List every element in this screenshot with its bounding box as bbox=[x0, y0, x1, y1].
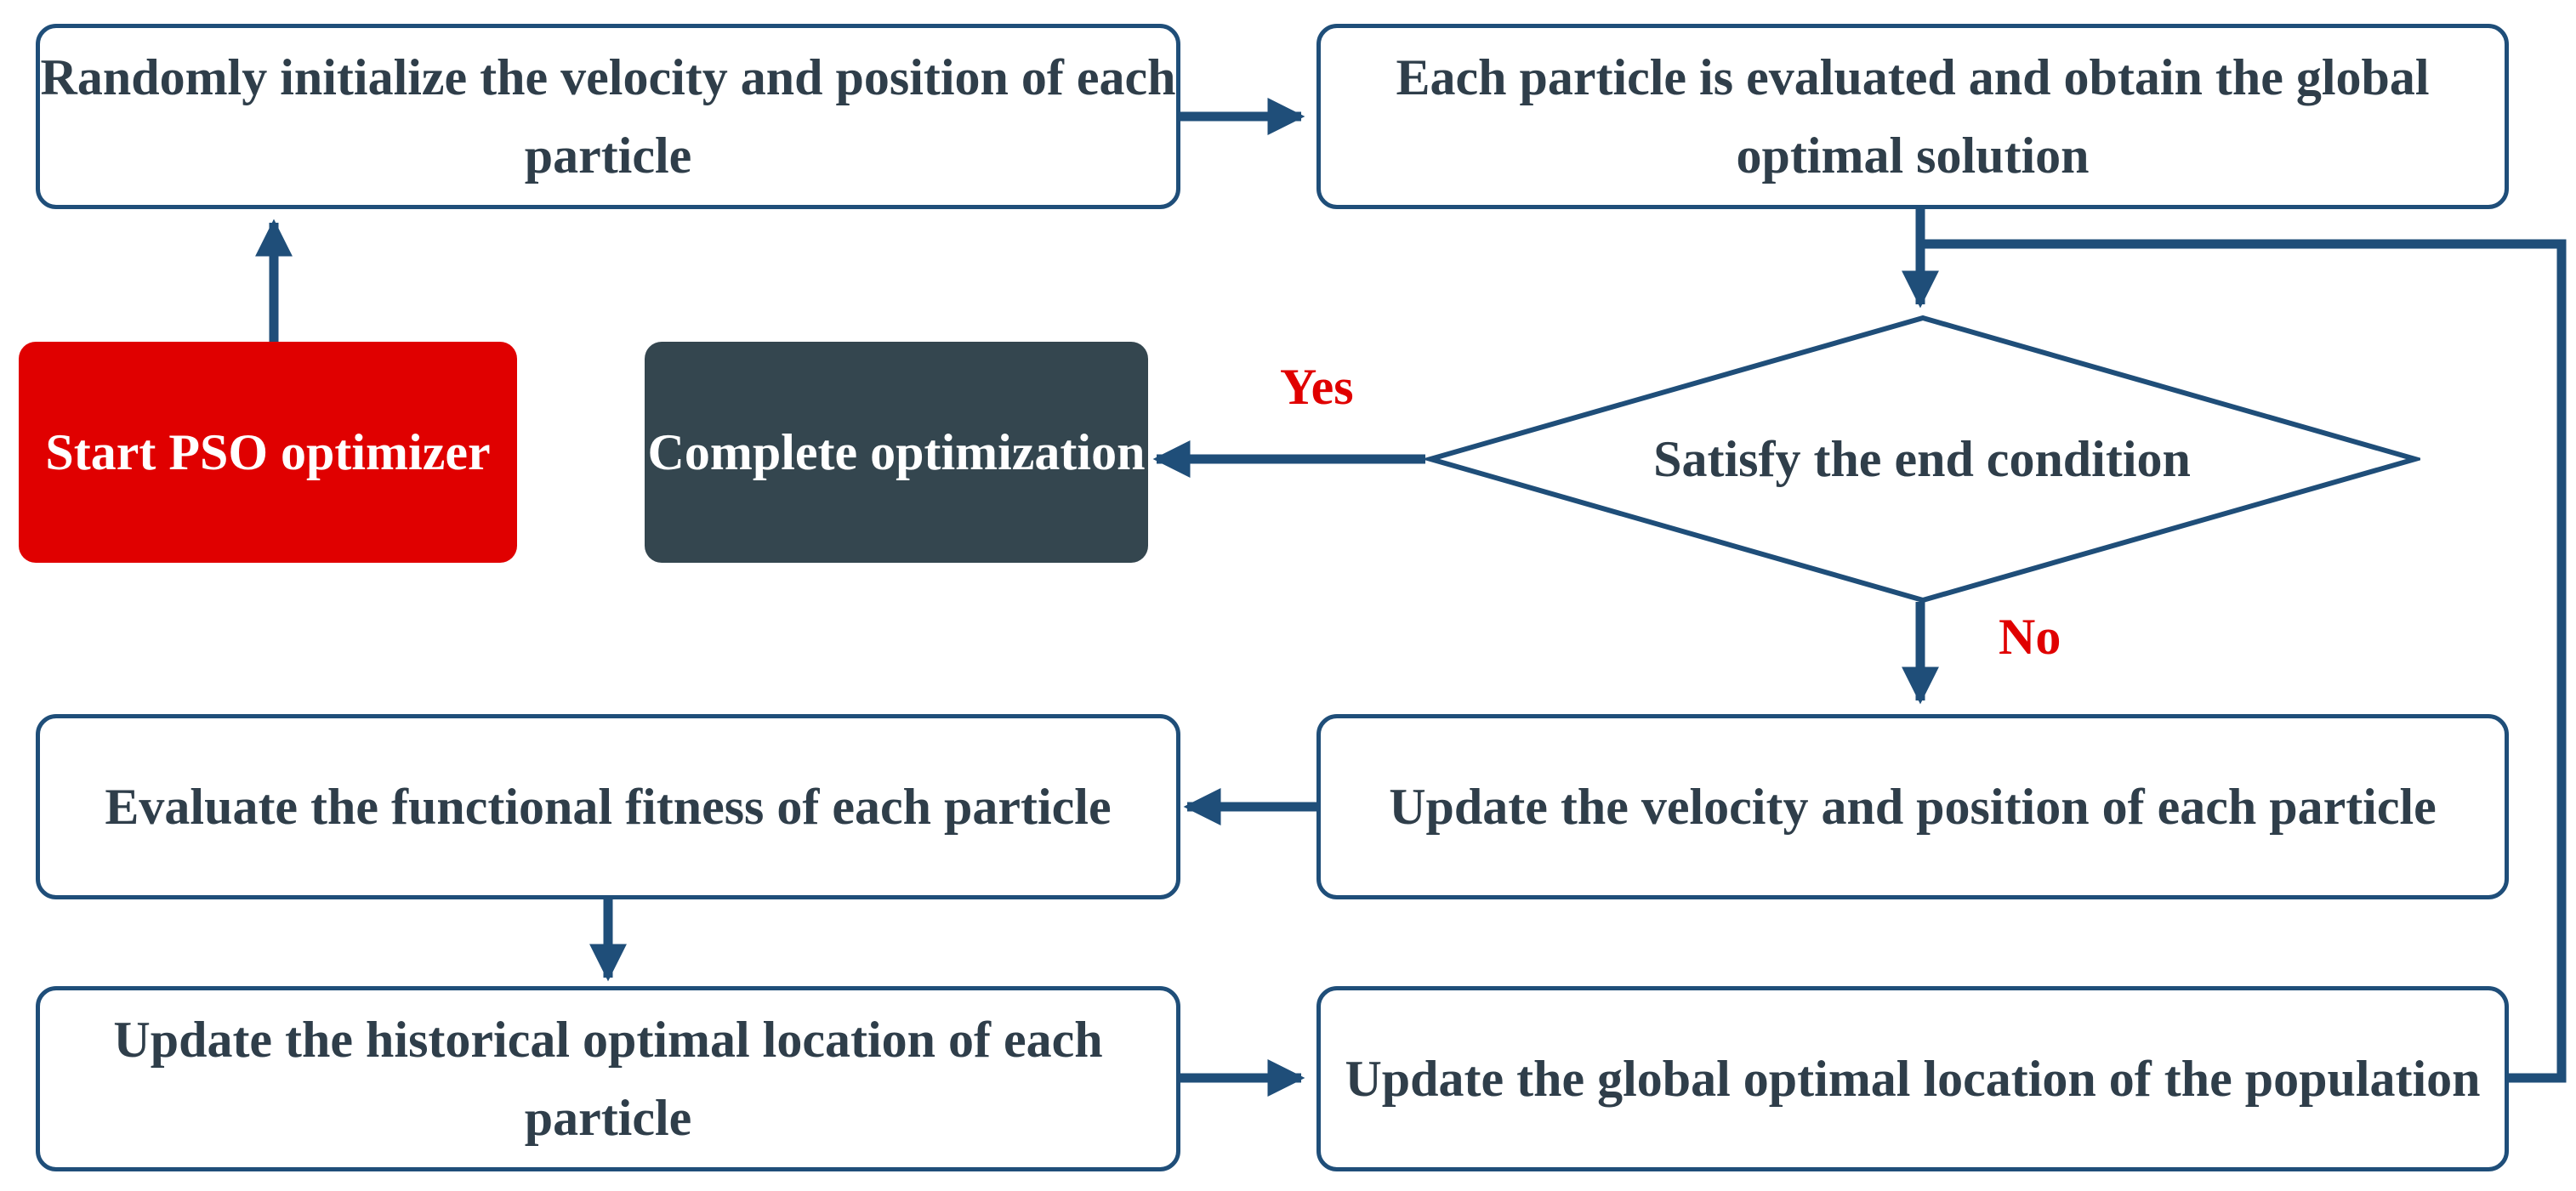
node-start: Start PSO optimizer bbox=[19, 342, 517, 563]
node-complete: Complete optimization bbox=[645, 342, 1148, 563]
edge-label-no: No bbox=[1999, 609, 2061, 665]
node-init-label: Randomly initialize the velocity and pos… bbox=[40, 49, 1176, 184]
node-evaluate-fitness: Evaluate the functional fitness of each … bbox=[36, 714, 1180, 899]
node-evaluate-global-label: Each particle is evaluated and obtain th… bbox=[1396, 49, 2430, 184]
edge-label-yes: Yes bbox=[1280, 359, 1354, 415]
node-condition-label: Satisfy the end condition bbox=[1653, 431, 2191, 487]
node-condition: Satisfy the end condition bbox=[1616, 357, 2228, 561]
node-evaluate-global: Each particle is evaluated and obtain th… bbox=[1316, 24, 2509, 209]
edge-loop-back bbox=[1920, 239, 2567, 1083]
node-update-historical-label: Update the historical optimal location o… bbox=[113, 1012, 1103, 1146]
node-update-velocity-label: Update the velocity and position of each… bbox=[1389, 779, 2437, 835]
node-complete-label: Complete optimization bbox=[647, 424, 1146, 480]
node-update-global: Update the global optimal location of th… bbox=[1316, 986, 2509, 1171]
node-update-global-label: Update the global optimal location of th… bbox=[1345, 1051, 2481, 1107]
node-condition-diamond bbox=[1425, 315, 2420, 604]
node-update-velocity: Update the velocity and position of each… bbox=[1316, 714, 2509, 899]
node-start-label: Start PSO optimizer bbox=[45, 424, 491, 480]
node-evaluate-fitness-label: Evaluate the functional fitness of each … bbox=[105, 779, 1112, 835]
node-init: Randomly initialize the velocity and pos… bbox=[36, 24, 1180, 209]
node-update-historical: Update the historical optimal location o… bbox=[36, 986, 1180, 1171]
